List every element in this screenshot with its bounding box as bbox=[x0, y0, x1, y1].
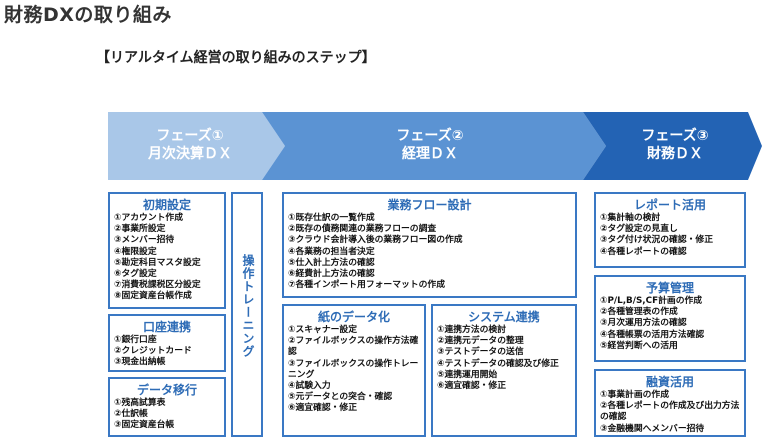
list-item: ⑤仕入計上方法の確認 bbox=[288, 257, 375, 268]
box-system: システム連携 ①連携方法の検討 ②連携元データの整理 ③テストデータの送信 ④テ… bbox=[431, 304, 577, 437]
list-item: ②各種レポートの作成及び出力方法の確認 bbox=[600, 401, 740, 423]
phase-2-label: 経理ＤＸ bbox=[402, 146, 458, 162]
list-item: ④各種レポートの確認 bbox=[600, 246, 687, 257]
box-training: 操作トレーニング bbox=[231, 192, 263, 437]
box-kami-title: 紙のデータ化 bbox=[317, 310, 390, 324]
training-label: 操作トレーニング bbox=[241, 254, 255, 358]
box-report-items: ①集計軸の検討 ②タグ設定の見直し ③タグ付け状況の確認・修正 ④各種レポートの… bbox=[596, 213, 744, 258]
list-item: ②仕訳帳 bbox=[114, 409, 148, 420]
list-item: ③金融機関へメンバー招待 bbox=[600, 423, 705, 434]
phase-1-arrow bbox=[108, 112, 285, 180]
phase-1-text: フェーズ① 月次決算ＤＸ bbox=[120, 127, 260, 163]
box-kami: 紙のデータ化 ①スキャナー設定 ②ファイルボックスの操作方法確認 ③ファイルボッ… bbox=[282, 304, 426, 437]
list-item: ④権限設定 bbox=[114, 246, 157, 257]
box-yushi-items: ①事業計画の作成 ②各種レポートの作成及び出力方法の確認 ③金融機関へメンバー招… bbox=[596, 390, 744, 435]
list-item: ③メンバー招待 bbox=[114, 235, 175, 246]
list-item: ⑦各種インポート用フォーマットの作成 bbox=[288, 280, 445, 291]
list-item: ⑥適宜確認・修正 bbox=[437, 381, 507, 392]
list-item: ①集計軸の検討 bbox=[600, 213, 661, 223]
box-data-items: ①残高試算表 ②仕訳帳 ③固定資産台帳 bbox=[110, 398, 224, 432]
box-data: データ移行 ①残高試算表 ②仕訳帳 ③固定資産台帳 bbox=[108, 377, 226, 437]
box-data-title: データ移行 bbox=[136, 383, 197, 397]
list-item: ②ファイルボックスの操作方法確認 bbox=[288, 336, 419, 358]
list-item: ①既存仕訳の一覧作成 bbox=[288, 213, 375, 223]
box-yosan: 予算管理 ①P/L,B/S,CF計画の作成 ②各種管理表の作成 ③月次運用方法の… bbox=[594, 275, 746, 362]
list-item: ③固定資産台帳 bbox=[114, 420, 175, 431]
box-system-title: システム連携 bbox=[468, 310, 540, 324]
box-shoki: 初期設定 ①アカウント作成 ②事業所設定 ③メンバー招待 ④権限設定 ⑤勘定科目… bbox=[108, 192, 226, 309]
phase-2-arrow bbox=[262, 112, 606, 180]
list-item: ②各種管理表の作成 bbox=[600, 307, 678, 318]
box-yosan-title: 予算管理 bbox=[645, 281, 694, 295]
list-item: ③月次運用方法の確認 bbox=[600, 318, 687, 329]
box-report-title: レポート活用 bbox=[633, 198, 706, 212]
list-item: ⑤経営判断への活用 bbox=[600, 340, 678, 351]
list-item: ⑧固定資産台帳作成 bbox=[114, 291, 192, 302]
box-koza-title: 口座連携 bbox=[142, 320, 191, 334]
phase-2-text: フェーズ② 経理ＤＸ bbox=[360, 127, 500, 163]
list-item: ②事業所設定 bbox=[114, 224, 166, 235]
box-system-items: ①連携方法の検討 ②連携元データの整理 ③テストデータの送信 ④テストデータの確… bbox=[433, 325, 575, 392]
list-item: ②連携元データの整理 bbox=[437, 336, 524, 347]
list-item: ②タグ設定の見直し bbox=[600, 224, 678, 235]
list-item: ①P/L,B/S,CF計画の作成 bbox=[600, 296, 703, 306]
list-item: ②クレジットカード bbox=[114, 346, 192, 357]
list-item: ①スキャナー設定 bbox=[288, 325, 358, 335]
list-item: ⑤勘定科目マスタ設定 bbox=[114, 257, 201, 268]
list-item: ④テストデータの確認及び修正 bbox=[437, 358, 559, 369]
box-kami-items: ①スキャナー設定 ②ファイルボックスの操作方法確認 ③ファイルボックスの操作トレ… bbox=[284, 325, 424, 415]
list-item: ③ファイルボックスの操作トレーニング bbox=[288, 358, 419, 380]
box-gyomu-title: 業務フロー設計 bbox=[387, 198, 472, 212]
list-item: ⑥経費計上方法の確認 bbox=[288, 269, 375, 280]
box-koza: 口座連携 ①銀行口座 ②クレジットカード ③現金出納帳 bbox=[108, 314, 226, 372]
list-item: ③現金出納帳 bbox=[114, 357, 166, 368]
box-koza-items: ①銀行口座 ②クレジットカード ③現金出納帳 bbox=[110, 335, 224, 369]
phase-3-name: フェーズ③ bbox=[641, 128, 709, 144]
list-item: ④各種帳票の活用方法確認 bbox=[600, 329, 705, 340]
phase-3-label: 財務ＤＸ bbox=[647, 146, 703, 162]
box-shoki-title: 初期設定 bbox=[142, 198, 191, 212]
list-item: ⑥タグ設定 bbox=[114, 269, 157, 280]
box-report: レポート活用 ①集計軸の検討 ②タグ設定の見直し ③タグ付け状況の確認・修正 ④… bbox=[594, 192, 746, 268]
list-item: ①連携方法の検討 bbox=[437, 325, 507, 335]
page-subtitle: 【リアルタイム経営の取り組みのステップ】 bbox=[96, 50, 376, 66]
phase-1-name: フェーズ① bbox=[156, 128, 224, 144]
page-title: 財務DXの取り組み bbox=[4, 4, 172, 26]
phase-2-name: フェーズ② bbox=[396, 128, 464, 144]
list-item: ③クラウド会計導入後の業務フロー図の作成 bbox=[288, 235, 463, 246]
phase-3-arrow bbox=[583, 112, 762, 180]
list-item: ⑤元データとの突合・確認 bbox=[288, 392, 393, 403]
list-item: ⑤連携運用開始 bbox=[437, 369, 498, 380]
box-shoki-items: ①アカウント作成 ②事業所設定 ③メンバー招待 ④権限設定 ⑤勘定科目マスタ設定… bbox=[110, 213, 224, 303]
list-item: ④各業務の担当者決定 bbox=[288, 246, 375, 257]
list-item: ⑦消費税課税区分設定 bbox=[114, 280, 201, 291]
box-gyomu: 業務フロー設計 ①既存仕訳の一覧作成 ②既存の債務関連の業務フローの調査 ③クラ… bbox=[282, 192, 577, 298]
phase-1-label: 月次決算ＤＸ bbox=[148, 146, 232, 162]
box-gyomu-items: ①既存仕訳の一覧作成 ②既存の債務関連の業務フローの調査 ③クラウド会計導入後の… bbox=[284, 213, 575, 291]
list-item: ①残高試算表 bbox=[114, 398, 166, 408]
list-item: ①銀行口座 bbox=[114, 335, 157, 345]
list-item: ③タグ付け状況の確認・修正 bbox=[600, 235, 714, 246]
box-yosan-items: ①P/L,B/S,CF計画の作成 ②各種管理表の作成 ③月次運用方法の確認 ④各… bbox=[596, 296, 744, 352]
list-item: ③テストデータの送信 bbox=[437, 347, 524, 358]
list-item: ②既存の債務関連の業務フローの調査 bbox=[288, 224, 437, 235]
box-yushi-title: 融資活用 bbox=[645, 375, 694, 389]
list-item: ④試験入力 bbox=[288, 381, 331, 392]
phase-3-text: フェーズ③ 財務ＤＸ bbox=[605, 127, 745, 163]
list-item: ①アカウント作成 bbox=[114, 213, 184, 223]
list-item: ⑥適宜確認・修正 bbox=[288, 403, 358, 414]
box-yushi: 融資活用 ①事業計画の作成 ②各種レポートの作成及び出力方法の確認 ③金融機関へ… bbox=[594, 369, 746, 437]
list-item: ①事業計画の作成 bbox=[600, 390, 670, 400]
